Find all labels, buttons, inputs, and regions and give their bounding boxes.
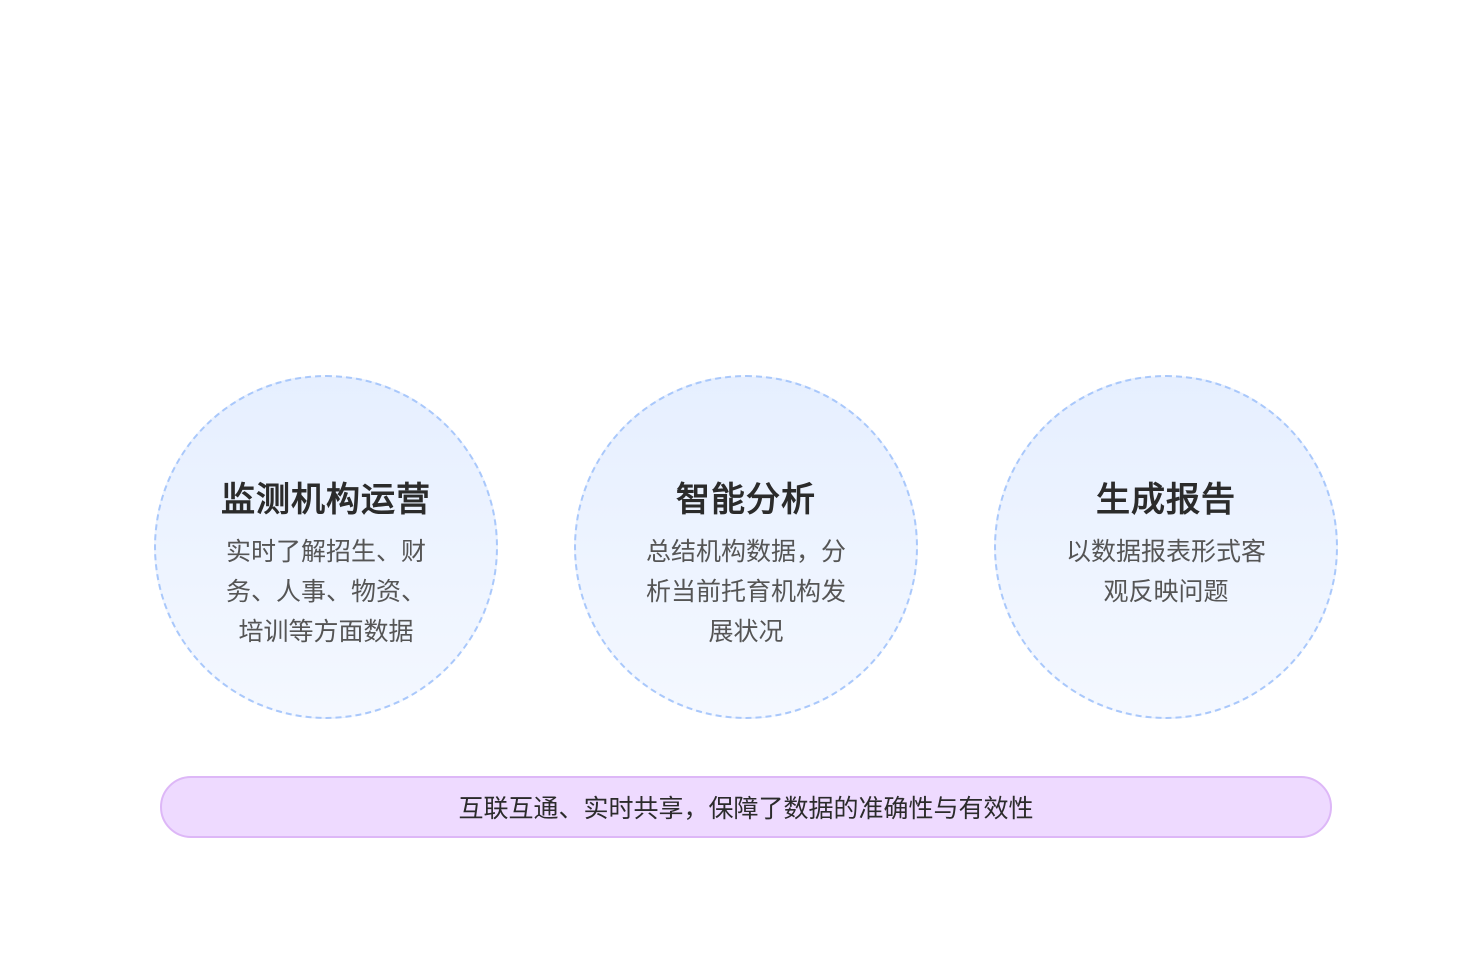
card-title: 监测机构运营 [221, 480, 431, 520]
desc-line: 培训等方面数据 [238, 617, 414, 646]
feature-card-monitor: 监测机构运营 实时了解招生、财 务、人事、物资、 培训等方面数据 [154, 375, 498, 719]
card-title: 智能分析 [676, 480, 816, 520]
desc-line: 析当前托育机构发 [645, 577, 846, 606]
feature-card-analysis: 智能分析 总结机构数据，分 析当前托育机构发 展状况 [574, 375, 918, 719]
card-title: 生成报告 [1096, 480, 1236, 520]
card-description: 以数据报表形式客 观反映问题 [996, 532, 1336, 612]
card-description: 总结机构数据，分 析当前托育机构发 展状况 [576, 532, 916, 652]
banner-text: 互联互通、实时共享，保障了数据的准确性与有效性 [458, 794, 1034, 823]
desc-line: 实时了解招生、财 [225, 537, 426, 566]
summary-banner: 互联互通、实时共享，保障了数据的准确性与有效性 [160, 776, 1332, 838]
card-description: 实时了解招生、财 务、人事、物资、 培训等方面数据 [156, 532, 496, 652]
desc-line: 以数据报表形式客 [1065, 537, 1266, 566]
feature-card-report: 生成报告 以数据报表形式客 观反映问题 [994, 375, 1338, 719]
desc-line: 务、人事、物资、 [225, 577, 426, 606]
desc-line: 观反映问题 [1103, 577, 1229, 606]
desc-line: 总结机构数据，分 [645, 537, 846, 566]
desc-line: 展状况 [708, 617, 784, 646]
